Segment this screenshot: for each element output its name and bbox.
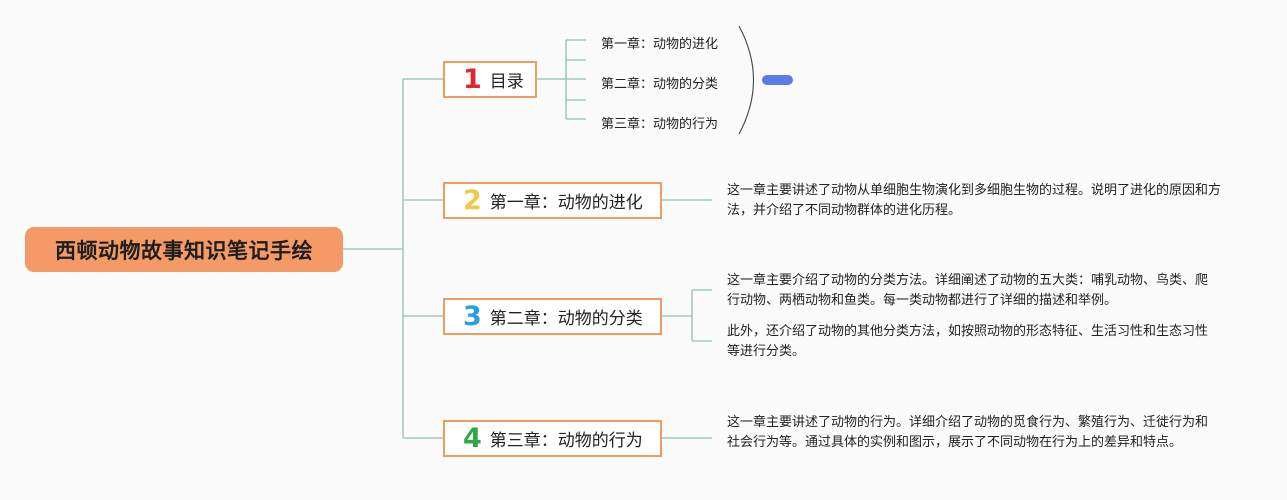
summary-brace [738, 25, 754, 135]
branch-chapter-1[interactable]: 2 第一章：动物的进化 [443, 182, 662, 219]
branch-number-3: 3 [463, 301, 482, 332]
branch-label-chapter-3: 第三章：动物的行为 [489, 431, 643, 451]
chapter-1-description[interactable]: 这一章主要讲述了动物从单细胞生物演化到多细胞生物的过程。说明了进化的原因和方法，… [727, 183, 1222, 218]
branch-label-chapter-1: 第一章：动物的进化 [489, 193, 643, 213]
root-title: 西顿动物故事知识笔记手绘 [55, 238, 313, 263]
branch-chapter-3[interactable]: 4 第三章：动物的行为 [443, 420, 662, 457]
chapter-2-description-1[interactable]: 这一章主要介绍了动物的分类方法。详细阐述了动物的五大类：哺乳动物、鸟类、爬行动物… [727, 273, 1209, 308]
chapter-3-description[interactable]: 这一章主要讲述了动物的行为。详细介绍了动物的觅食行为、繁殖行为、迁徙行为和社会行… [727, 415, 1209, 450]
chapter-2-description-2[interactable]: 此外，还介绍了动物的其他分类方法，如按照动物的形态特征、生活习性和生态习性等进行… [727, 324, 1209, 359]
branch-number-4: 4 [463, 423, 482, 454]
contents-item-chapter-1[interactable]: 第一章：动物的进化 [601, 37, 719, 52]
branch-chapter-2[interactable]: 3 第二章：动物的分类 [443, 298, 662, 335]
root-topic[interactable]: 西顿动物故事知识笔记手绘 [25, 227, 343, 272]
contents-item-chapter-3[interactable]: 第三章：动物的行为 [601, 117, 719, 132]
branch-label-contents: 目录 [489, 72, 524, 92]
contents-item-chapter-2[interactable]: 第二章：动物的分类 [601, 77, 719, 92]
branch-label-chapter-2: 第二章：动物的分类 [489, 309, 643, 329]
summary-pill[interactable] [762, 75, 793, 85]
branch-number-1: 1 [463, 64, 482, 95]
branch-contents[interactable]: 1 目录 [443, 61, 537, 98]
branch-number-2: 2 [463, 185, 482, 216]
